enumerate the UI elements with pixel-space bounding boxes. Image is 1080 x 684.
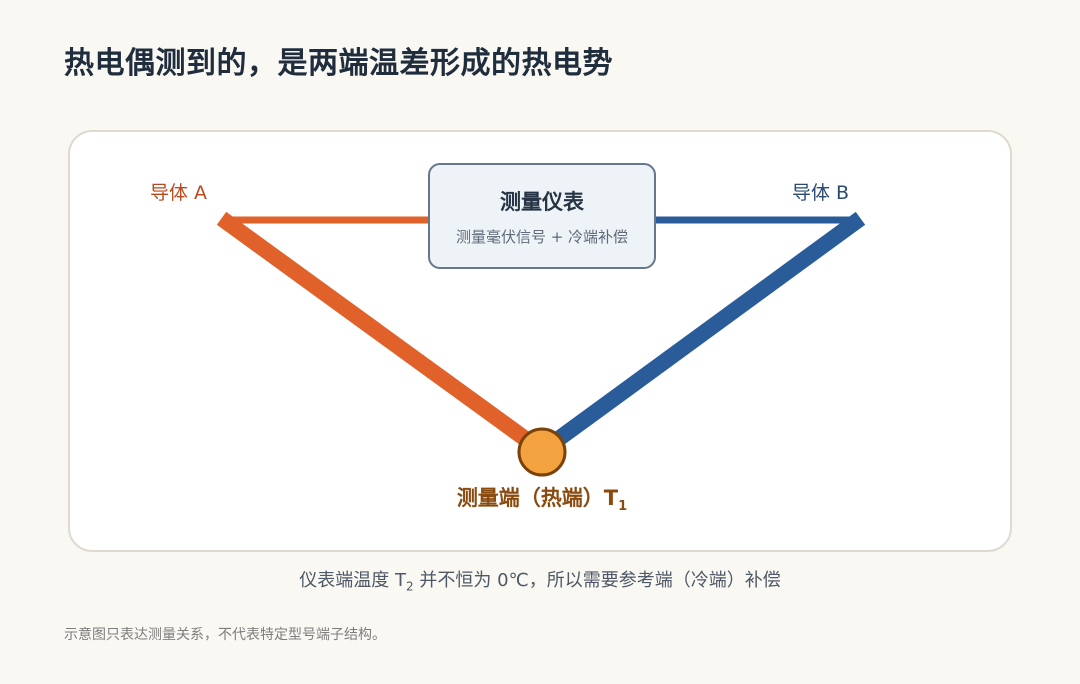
diagram-card: 导体 A 导体 B 测量仪表 测量毫伏信号 + 冷端补偿 测量端（热端）T1 bbox=[68, 130, 1012, 552]
caption: 仪表端温度 T2 并不恒为 0℃，所以需要参考端（冷端）补偿 bbox=[0, 566, 1080, 594]
caption-subscript: 2 bbox=[405, 579, 414, 594]
meter-subtitle: 测量毫伏信号 + 冷端补偿 bbox=[455, 228, 629, 246]
meter-box: 测量仪表 测量毫伏信号 + 冷端补偿 bbox=[428, 163, 656, 269]
hot-junction-label: 测量端（热端）T1 bbox=[70, 482, 1010, 515]
hot-junction-label-text: 测量端（热端）T bbox=[456, 486, 619, 510]
hot-junction-label-subscript: 1 bbox=[618, 499, 628, 515]
caption-before: 仪表端温度 T bbox=[299, 570, 406, 591]
page-title: 热电偶测到的，是两端温差形成的热电势 bbox=[64, 46, 613, 81]
conductor-a-diagonal-wire bbox=[216, 211, 554, 463]
caption-after: 并不恒为 0℃，所以需要参考端（冷端）补偿 bbox=[413, 570, 781, 591]
conductor-b-label: 导体 B bbox=[792, 182, 850, 204]
conductor-b-diagonal-wire bbox=[530, 211, 866, 463]
meter-title: 测量仪表 bbox=[500, 190, 584, 214]
hot-junction-node bbox=[517, 427, 567, 477]
footnote: 示意图只表达测量关系，不代表特定型号端子结构。 bbox=[64, 627, 386, 643]
conductor-a-label: 导体 A bbox=[150, 182, 208, 204]
